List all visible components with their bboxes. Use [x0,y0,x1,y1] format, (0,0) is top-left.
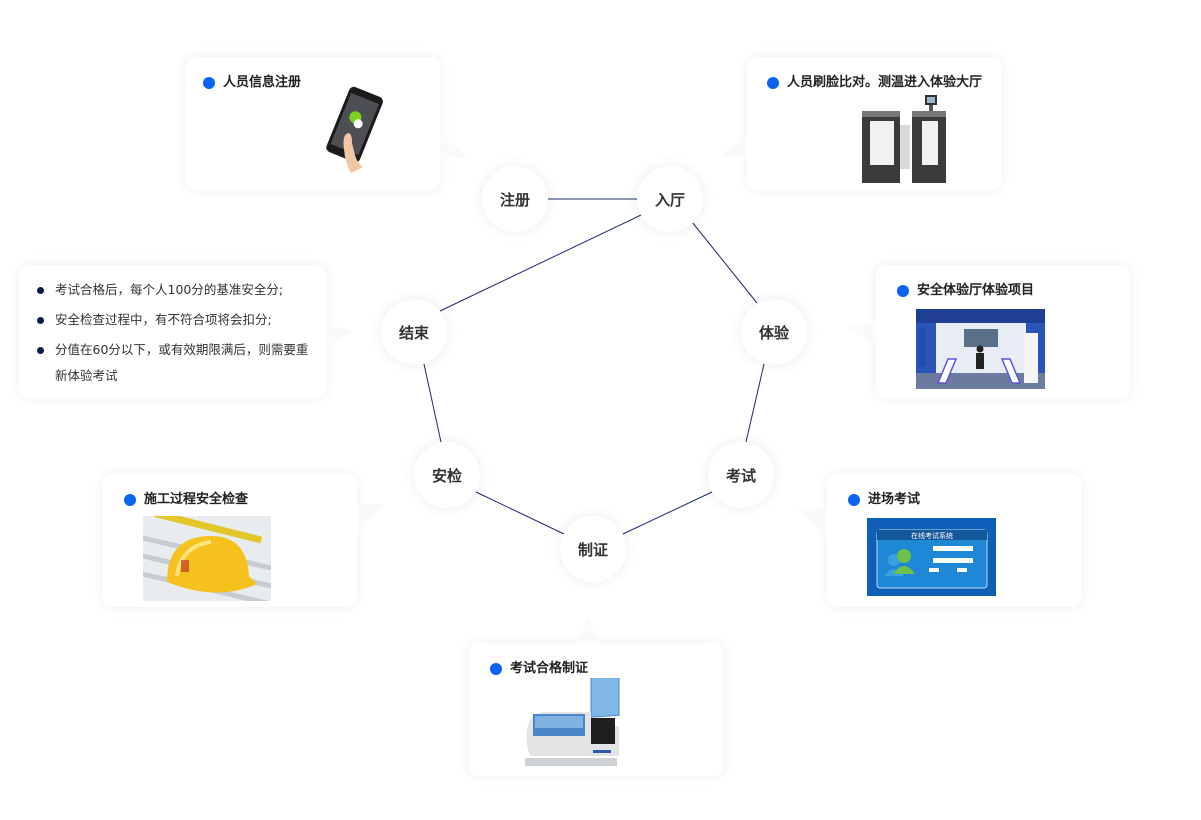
node-exam[interactable]: 考试 [708,442,774,508]
bullet-dot [124,494,136,506]
card-title: 安全体验厅体验项目 [917,283,1035,298]
bullet-dot [767,77,779,89]
list-item: 分值在60分以下，或有效期限满后，则需要重新体验考试 [37,337,317,389]
card-certificate: 考试合格制证 [469,617,723,776]
card-tail [326,323,354,345]
safety-helmet-photo [143,516,271,601]
node-register[interactable]: 注册 [482,166,548,232]
node-entry[interactable]: 入厅 [637,166,703,232]
bullet-dot [897,285,909,297]
card-tail [846,319,876,343]
card-tail [357,504,385,534]
link-inspection-end [423,363,442,443]
list-item: 安全检查过程中，有不符合项将会扣分; [37,307,317,333]
link-certificate-inspection [475,491,565,535]
node-label: 入厅 [654,190,685,209]
online-exam-system-screenshot: 在线考试系统 [867,518,996,596]
card-title: 考试合格制证 [510,661,589,676]
list-item: 考试合格后，每个人100分的基准安全分; [37,277,317,303]
node-label: 注册 [499,190,530,209]
card-inspection: 施工过程安全检查 [103,474,385,607]
card-title: 人员信息注册 [223,75,302,90]
card-printer-illustration [525,678,620,766]
card-register: 人员信息注册 [186,57,468,190]
card-tail [579,617,599,643]
card-tail [719,135,747,157]
card-title: 施工过程安全检查 [144,492,249,507]
exam-system-title: 在线考试系统 [911,531,953,540]
link-experience-exam [745,363,765,443]
end-rules-list: 考试合格后，每个人100分的基准安全分; 安全检查过程中，有不符合项将会扣分; … [37,277,317,393]
card-entry: 人员刷脸比对。测温进入体验大厅 [719,57,1001,190]
face-recognition-turnstile-illustration [862,95,946,183]
node-end[interactable]: 结束 [381,299,447,365]
node-label: 安检 [431,466,462,485]
link-entry-end [439,214,642,312]
node-label: 体验 [758,323,789,342]
card-title: 人员刷脸比对。测温进入体验大厅 [787,75,983,90]
phone-wechat-illustration [326,86,383,173]
node-experience[interactable]: 体验 [741,299,807,365]
card-exam: 进场考试 在线考试系统 [797,474,1081,607]
card-title: 进场考试 [868,492,921,507]
card-tail [440,135,468,157]
bullet-dot [490,663,502,675]
vr-safety-hall-photo [916,309,1045,389]
node-inspection[interactable]: 安检 [414,442,480,508]
bullet-dot [848,494,860,506]
card-end: 考试合格后，每个人100分的基准安全分; 安全检查过程中，有不符合项将会扣分; … [19,265,354,398]
link-exam-certificate [622,491,713,535]
node-label: 结束 [398,323,429,342]
node-label: 考试 [725,466,756,485]
card-tail [797,508,827,540]
node-certificate[interactable]: 制证 [560,516,626,582]
node-label: 制证 [577,540,608,559]
card-experience: 安全体验厅体验项目 [846,265,1130,398]
link-entry-experience [691,221,758,304]
bullet-dot [203,77,215,89]
